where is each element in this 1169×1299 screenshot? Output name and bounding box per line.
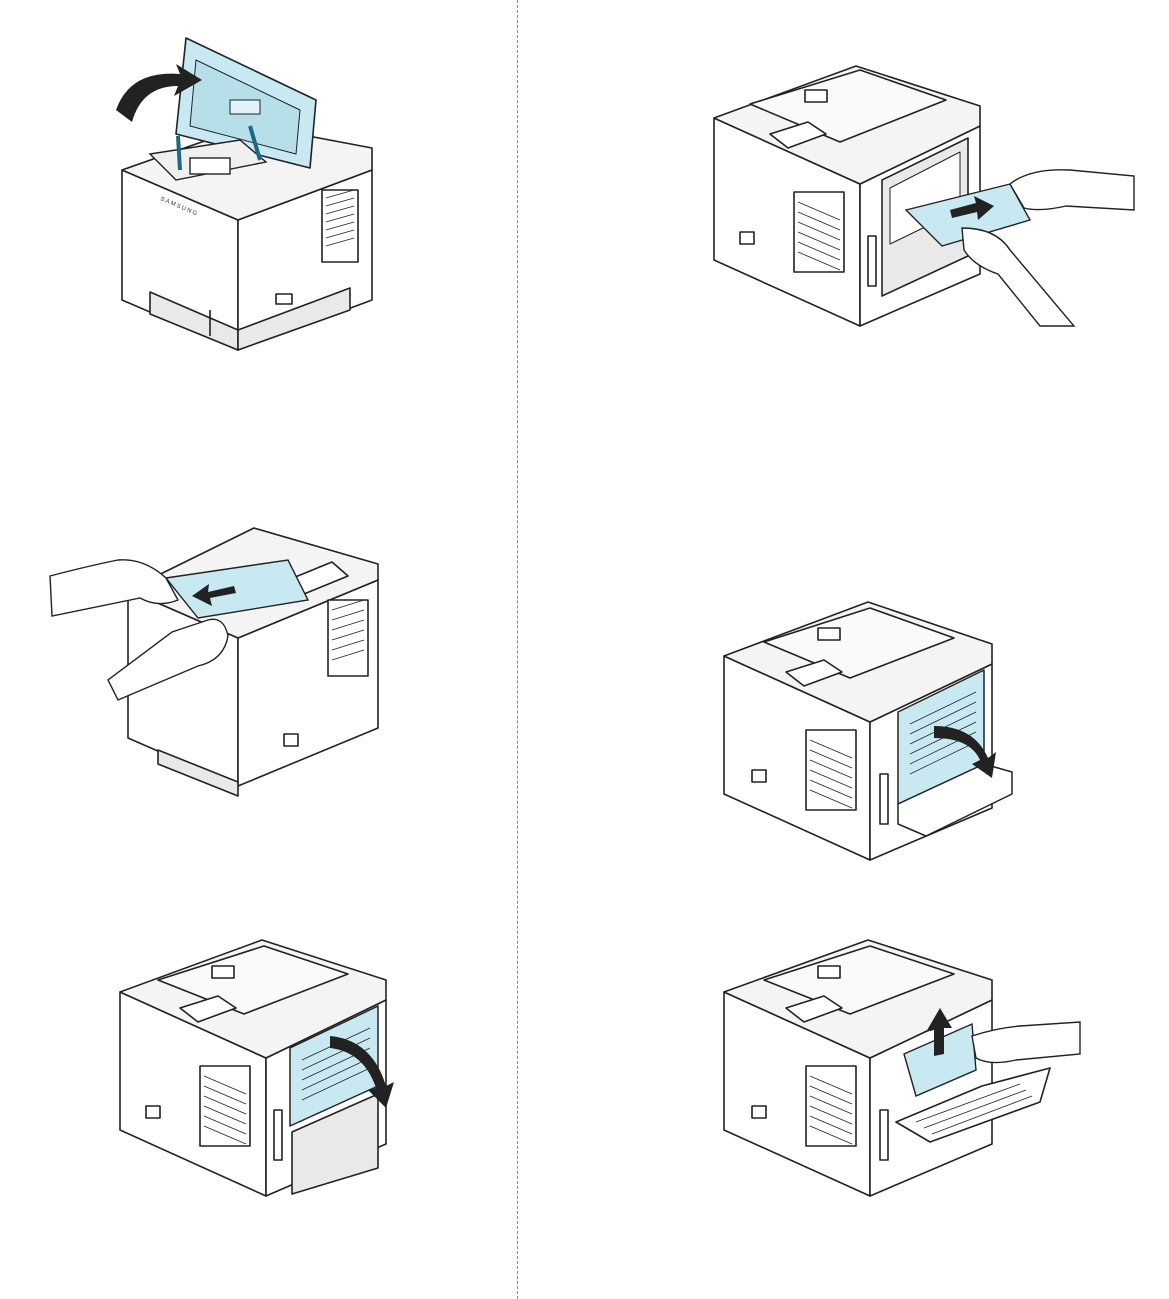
printer-rear-icon	[720, 598, 1020, 864]
column-divider	[517, 0, 518, 1299]
printer-rear-icon	[710, 60, 1140, 330]
figure-open-top-cover: SAMSUNG	[110, 30, 390, 360]
figure-open-rear-cover-b	[116, 936, 396, 1202]
printer-icon: SAMSUNG	[110, 30, 390, 360]
figure-remove-paper-duplex	[720, 936, 1090, 1202]
printer-rear-icon	[116, 936, 396, 1202]
figure-open-rear-cover-a	[720, 598, 1020, 864]
printer-icon	[48, 520, 388, 800]
figure-pull-paper-output-tray	[48, 520, 388, 800]
printer-rear-icon	[720, 936, 1090, 1202]
figure-pull-paper-rear-fuser	[710, 60, 1140, 330]
